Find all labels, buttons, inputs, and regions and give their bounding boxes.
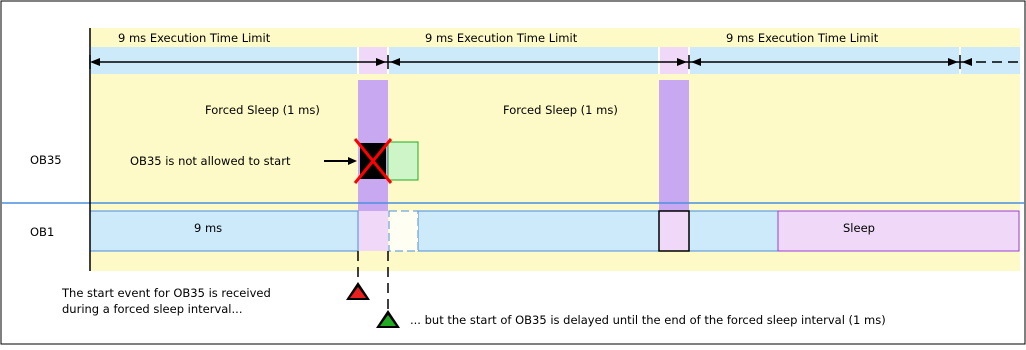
delayed-start-triangle-icon <box>376 310 400 328</box>
ob35-blocked-marker <box>353 138 393 184</box>
ob1-run-3 <box>688 210 779 252</box>
row-label-ob35: OB35 <box>30 153 62 167</box>
interval-label-1: 9 ms Execution Time Limit <box>118 31 271 45</box>
ob1-duration-label: 9 ms <box>194 221 222 235</box>
ob35-blocked-label: OB35 is not allowed to start <box>130 154 291 168</box>
sleep-block <box>777 210 1020 252</box>
forced-sleep-header-2 <box>659 47 689 74</box>
forced-sleep-label-2: Forced Sleep (1 ms) <box>503 103 618 117</box>
ob35-delayed-block <box>387 141 419 181</box>
interval-label-2: 9 ms Execution Time Limit <box>425 31 578 45</box>
ob1-run-2 <box>417 210 660 252</box>
execution-limit-band-1 <box>90 47 358 74</box>
forced-sleep-header-1 <box>358 47 388 74</box>
forced-sleep-ob1-1 <box>358 211 388 251</box>
sleep-label: Sleep <box>843 221 875 235</box>
execution-limit-arrow <box>89 55 1020 69</box>
blocked-pointer-arrow <box>324 157 357 165</box>
interval-label-3: 9 ms Execution Time Limit <box>726 31 879 45</box>
row-label-ob1: OB1 <box>30 225 54 239</box>
forced-sleep-label-1: Forced Sleep (1 ms) <box>205 103 320 117</box>
execution-limit-band-3 <box>689 47 1020 74</box>
execution-limit-band-2 <box>388 47 659 74</box>
start-event-triangle-icon <box>346 282 370 300</box>
ob1-run-1 <box>89 210 359 252</box>
start-event-note-line-2: during a forced sleep interval... <box>62 302 242 316</box>
ob1-displaced-slot <box>388 210 419 252</box>
forced-sleep-ob1-2 <box>658 210 690 252</box>
forced-sleep-bar-2 <box>659 80 689 211</box>
start-event-note-line-1: The start event for OB35 is received <box>61 286 271 300</box>
delayed-start-note: ... but the start of OB35 is delayed unt… <box>410 313 886 327</box>
